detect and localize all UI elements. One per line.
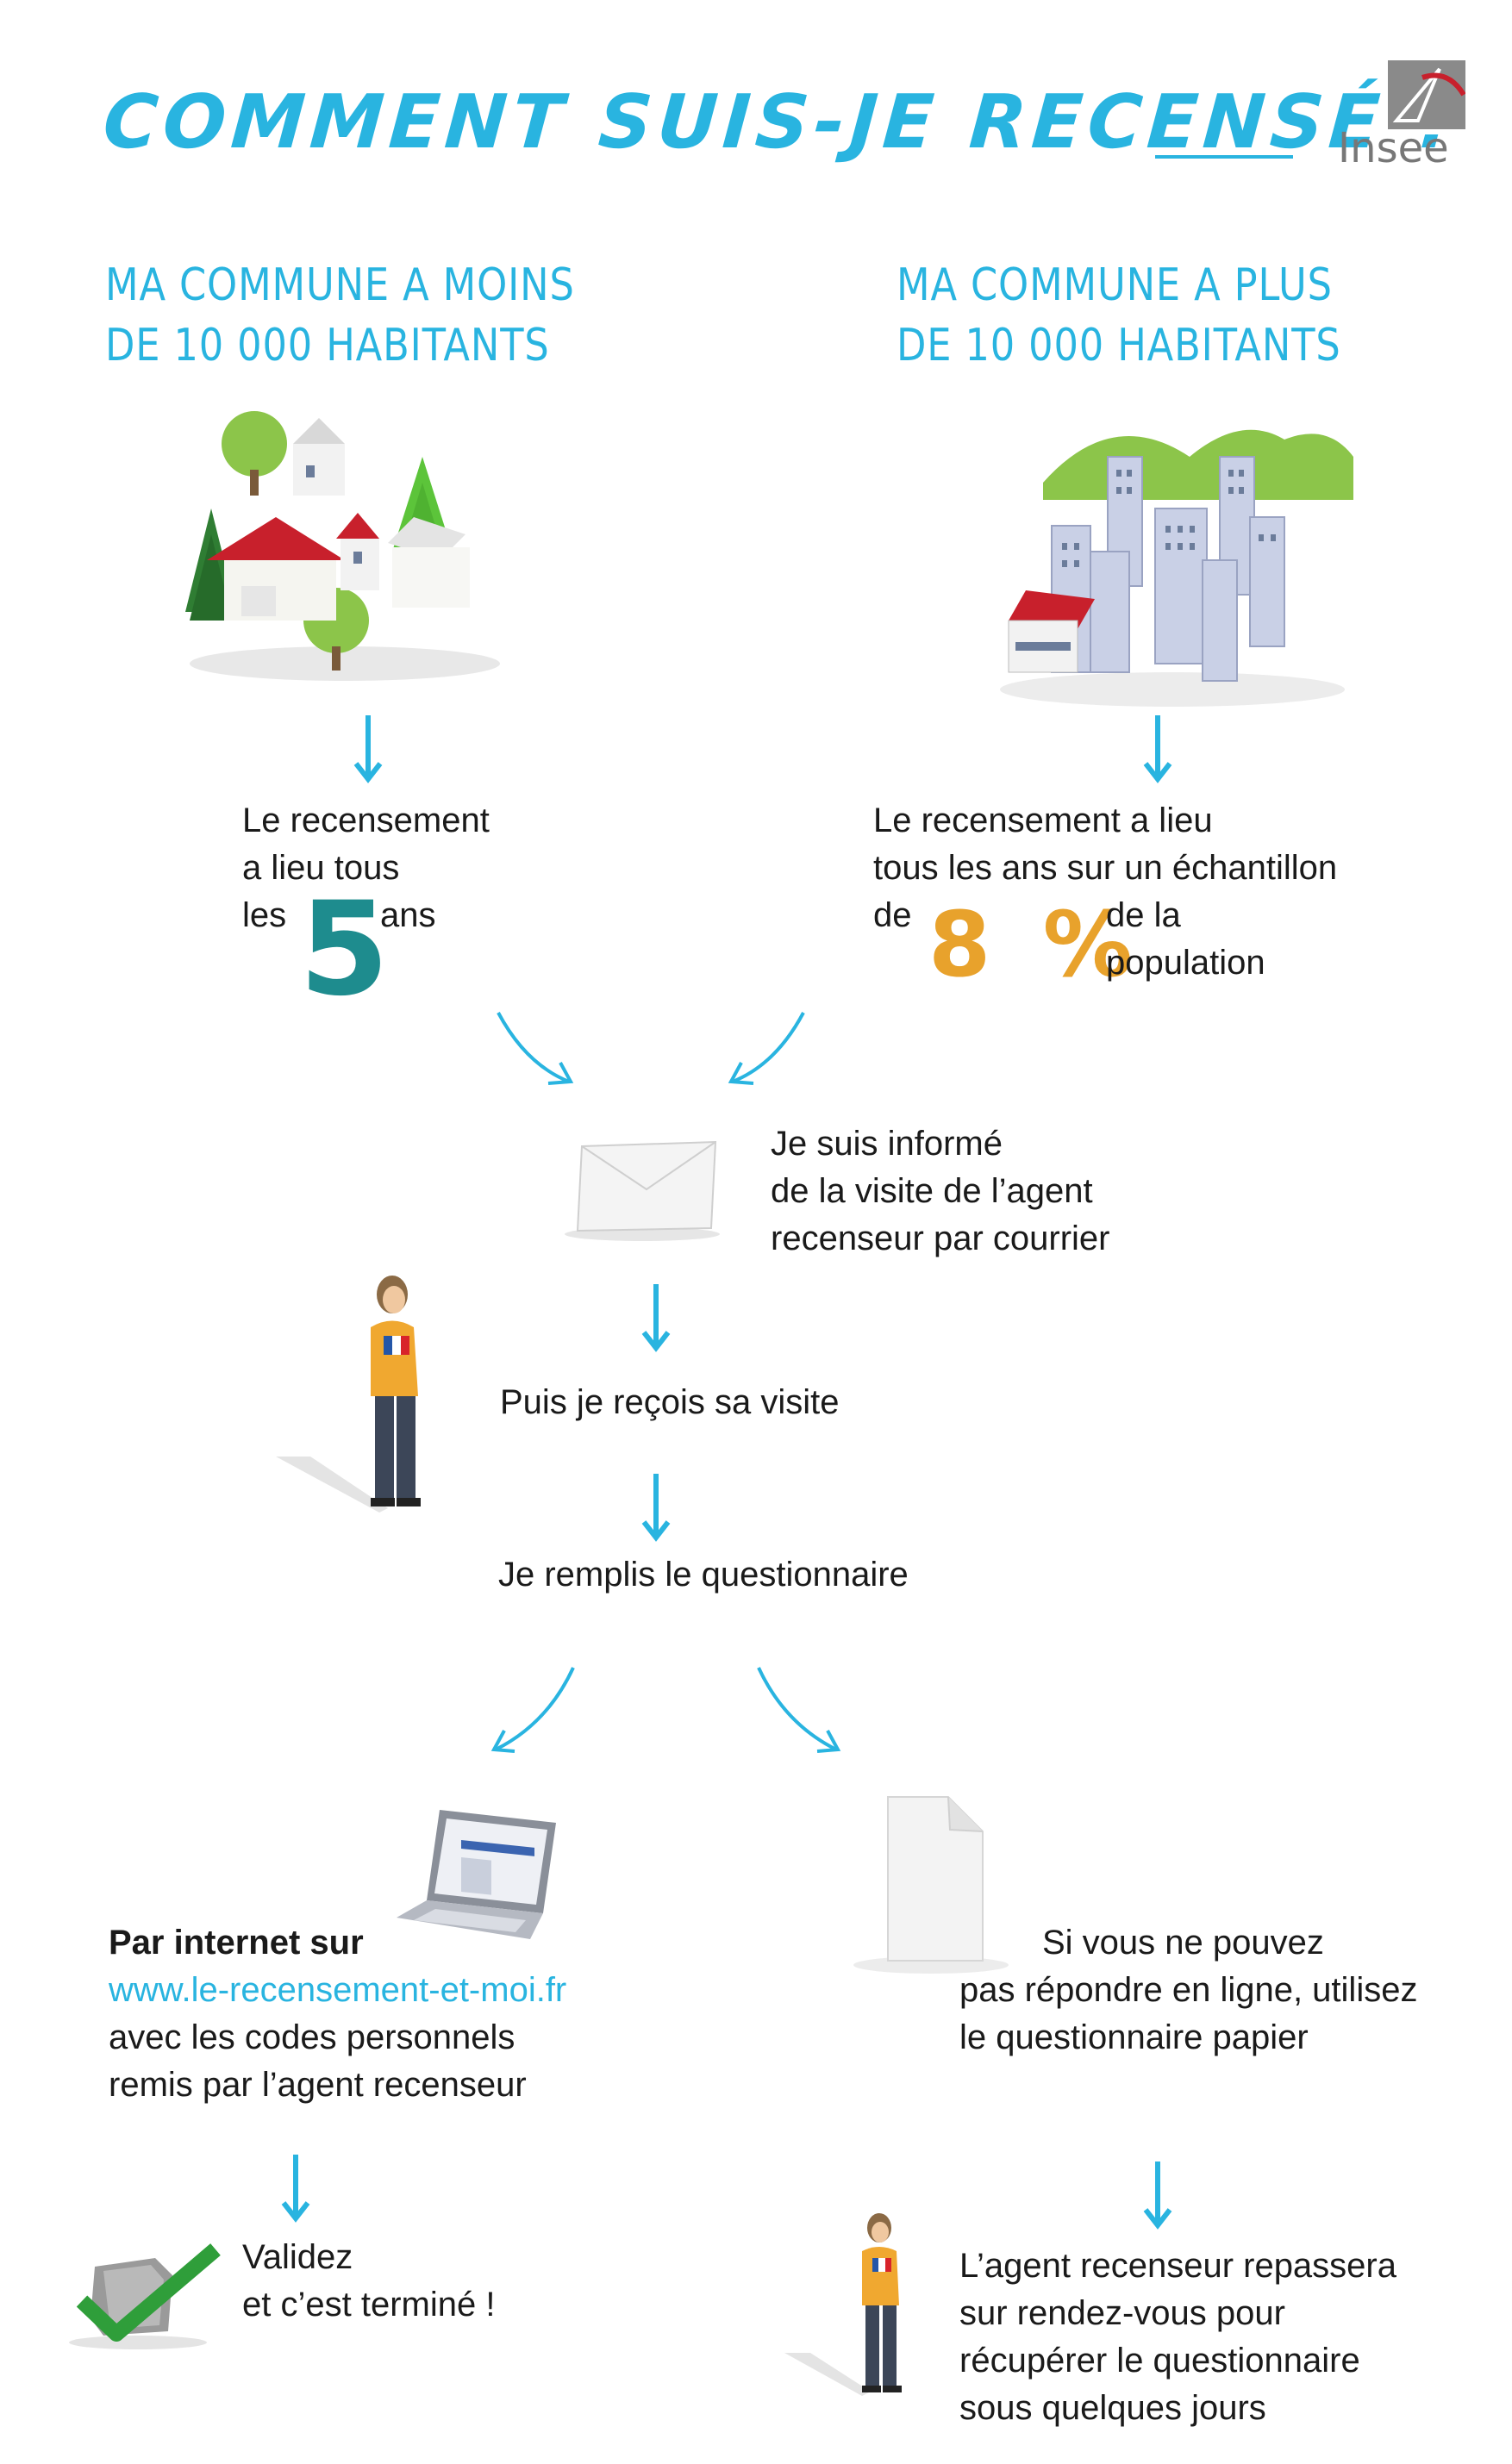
census-website-link[interactable]: www.le-recensement-et-moi.fr bbox=[109, 1971, 567, 2009]
right-text-line3-pre: de bbox=[873, 896, 912, 934]
agent-return-line1: L’agent recenseur repassera bbox=[959, 2247, 1396, 2285]
laptop-icon bbox=[397, 1810, 556, 1939]
big-number-5: 5 bbox=[299, 875, 390, 1025]
heading-large-commune: MA COMMUNE A PLUS DE 10 000 HABITANTS bbox=[897, 255, 1341, 376]
left-text-line3-post: ans bbox=[380, 896, 436, 934]
internet-line3: avec les codes personnels bbox=[109, 2018, 515, 2056]
validate-line2: et c’est terminé ! bbox=[242, 2286, 496, 2324]
arrow-down-icon bbox=[641, 1474, 671, 1542]
heading-large-line1: MA COMMUNE A PLUS bbox=[897, 259, 1333, 311]
village-illustration bbox=[185, 411, 500, 681]
paper-line2: pas répondre en ligne, utilisez bbox=[959, 1971, 1418, 2009]
informed-line1: Je suis informé bbox=[771, 1125, 1003, 1163]
page-title: COMMENT SUIS-JE RECENSÉ ? bbox=[100, 79, 1467, 165]
heading-large-line2: DE 10 000 HABITANTS bbox=[897, 320, 1341, 371]
left-text-line2: a lieu tous bbox=[242, 849, 400, 887]
insee-logo: Insee bbox=[1328, 60, 1466, 172]
validate-line1: Validez bbox=[242, 2238, 353, 2276]
arrow-down-icon bbox=[1143, 715, 1172, 783]
right-description: Le recensement a lieu tous les ans sur u… bbox=[873, 797, 1338, 992]
insee-logo-mark bbox=[1388, 60, 1466, 129]
big-number-8-percent: 8 % bbox=[928, 892, 1143, 997]
census-agent-figure bbox=[276, 1276, 421, 1513]
paper-line3: le questionnaire papier bbox=[959, 2018, 1309, 2056]
fill-text: Je remplis le questionnaire bbox=[498, 1556, 909, 1594]
validate-text: Validez et c’est terminé ! bbox=[242, 2234, 495, 2329]
heading-small-line1: MA COMMUNE A MOINS bbox=[105, 259, 575, 311]
visit-text: Puis je reçois sa visite bbox=[500, 1383, 840, 1421]
arrow-down-icon bbox=[641, 1284, 671, 1352]
curved-arrow-icon bbox=[757, 1667, 841, 1753]
internet-label: Par internet sur bbox=[109, 1924, 364, 1962]
heading-small-line2: DE 10 000 HABITANTS bbox=[105, 320, 550, 371]
left-text-line1: Le recensement bbox=[242, 802, 490, 839]
title-underline bbox=[1155, 155, 1293, 159]
informed-line2: de la visite de l’agent bbox=[771, 1172, 1093, 1210]
curved-arrow-icon bbox=[490, 1667, 575, 1753]
agent-return-line4: sous quelques jours bbox=[959, 2389, 1266, 2427]
arrow-down-icon bbox=[353, 715, 383, 783]
agent-return-text: L’agent recenseur repassera sur rendez-v… bbox=[959, 2243, 1396, 2432]
envelope-icon bbox=[565, 1140, 720, 1241]
paper-description: Si vous ne pouvez pas répondre en ligne,… bbox=[959, 1919, 1417, 2062]
informed-text: Je suis informé de la visite de l’agent … bbox=[771, 1120, 1110, 1263]
left-text-line3: les 5 ans bbox=[242, 885, 490, 1014]
checkmark-icon bbox=[69, 2243, 221, 2349]
right-text-line2: tous les ans sur un échantillon bbox=[873, 849, 1338, 887]
left-text-line3-pre: les bbox=[242, 896, 287, 934]
left-description: Le recensement a lieu tous les 5 ans bbox=[242, 797, 490, 1014]
city-illustration bbox=[1000, 429, 1353, 707]
paper-questionnaire-icon bbox=[853, 1796, 1009, 1974]
insee-logo-text: Insee bbox=[1338, 124, 1449, 172]
agent-return-line3: récupérer le questionnaire bbox=[959, 2342, 1360, 2380]
internet-description: Par internet sur www.le-recensement-et-m… bbox=[109, 1919, 566, 2109]
curved-arrow-icon bbox=[497, 1012, 574, 1085]
paper-line1: Si vous ne pouvez bbox=[1042, 1924, 1324, 1962]
informed-line3: recenseur par courrier bbox=[771, 1220, 1110, 1257]
census-agent-figure bbox=[784, 2213, 902, 2396]
arrow-down-icon bbox=[281, 2155, 310, 2223]
right-text-line1: Le recensement a lieu bbox=[873, 802, 1213, 839]
heading-small-commune: MA COMMUNE A MOINS DE 10 000 HABITANTS bbox=[105, 255, 575, 376]
arrow-down-icon bbox=[1143, 2161, 1172, 2230]
right-text-line3-post: de la population bbox=[1106, 896, 1265, 982]
right-text-line3: de 8 % de la population bbox=[873, 892, 1337, 992]
internet-line4: remis par l’agent recenseur bbox=[109, 2066, 527, 2104]
curved-arrow-icon bbox=[728, 1012, 805, 1085]
agent-return-line2: sur rendez-vous pour bbox=[959, 2294, 1285, 2332]
